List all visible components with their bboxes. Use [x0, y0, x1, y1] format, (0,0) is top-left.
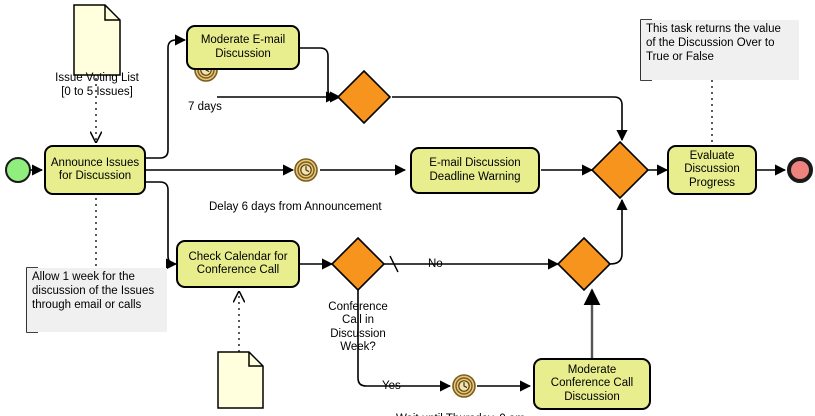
task-announce-issues[interactable]: Announce Issues for Discussion	[44, 145, 146, 195]
default-flow-marker	[389, 255, 399, 273]
data-object-label-issue-voting-list: Issue Voting List [0 to 5 Issues]	[55, 72, 139, 98]
flow-label-no: No	[428, 257, 443, 270]
gateway-merge-main	[590, 140, 650, 200]
task-moderate-conference-call-discussion[interactable]: Moderate Conference Call Discussion	[533, 358, 651, 410]
task-label: Moderate E-mail Discussion	[200, 34, 286, 60]
flow-moderate-email-to-merge	[300, 47, 342, 103]
gateway-label-conference-call: Conference Call in Discussion Week?	[328, 300, 388, 354]
start-event[interactable]	[5, 157, 31, 183]
flow-label-wait-until-thursday: Wait until Thursday, 9 am	[396, 399, 525, 416]
flow-label-yes: Yes	[382, 379, 401, 392]
gateway-conference-call	[330, 236, 386, 292]
end-event[interactable]	[787, 157, 813, 183]
task-check-calendar-for-conference-call[interactable]: Check Calendar for Conference Call	[176, 240, 300, 288]
task-moderate-email-discussion[interactable]: Moderate E-mail Discussion	[186, 25, 300, 70]
flow-lower-merge-to-main-merge	[609, 198, 628, 265]
data-object-label-calendar: Calendar	[186, 401, 294, 416]
gateway-merge-lower	[556, 236, 612, 292]
task-label: Check Calendar for Conference Call	[188, 250, 288, 277]
flow-label-delay-six-days: Delay 6 days from Announcement	[209, 200, 382, 213]
flow-gateway-top-to-main-merge	[392, 96, 628, 142]
flow-yes-to-timer-thursday	[357, 290, 452, 392]
task-evaluate-discussion-progress[interactable]: Evaluate Discussion Progress	[667, 145, 757, 195]
task-label: E-mail Discussion Deadline Warning	[429, 157, 521, 183]
gateway-top	[336, 69, 392, 125]
flow-label-7-days: 7 days	[188, 100, 222, 113]
data-object-issue-voting-list	[73, 4, 121, 76]
flow-announce-to-moderate-email	[146, 34, 187, 159]
timer-intermediate-event-thursday	[452, 374, 476, 398]
task-label: Evaluate Discussion Progress	[684, 149, 740, 189]
task-email-discussion-deadline-warning[interactable]: E-mail Discussion Deadline Warning	[410, 147, 540, 194]
annotation-text: Allow 1 week for the discussion of the I…	[32, 271, 155, 311]
task-label: Moderate Conference Call Discussion	[550, 363, 634, 403]
annotation-allow-one-week: Allow 1 week for the discussion of the I…	[27, 268, 167, 332]
annotation-text: This task returns the value of the Discu…	[646, 23, 781, 63]
flow-announce-to-check-calendar	[146, 181, 178, 270]
task-label: Announce Issues for Discussion	[50, 156, 140, 183]
annotation-evaluate-returns: This task returns the value of the Discu…	[641, 20, 799, 80]
data-object-calendar	[217, 351, 264, 409]
timer-intermediate-event-delay	[294, 158, 318, 182]
